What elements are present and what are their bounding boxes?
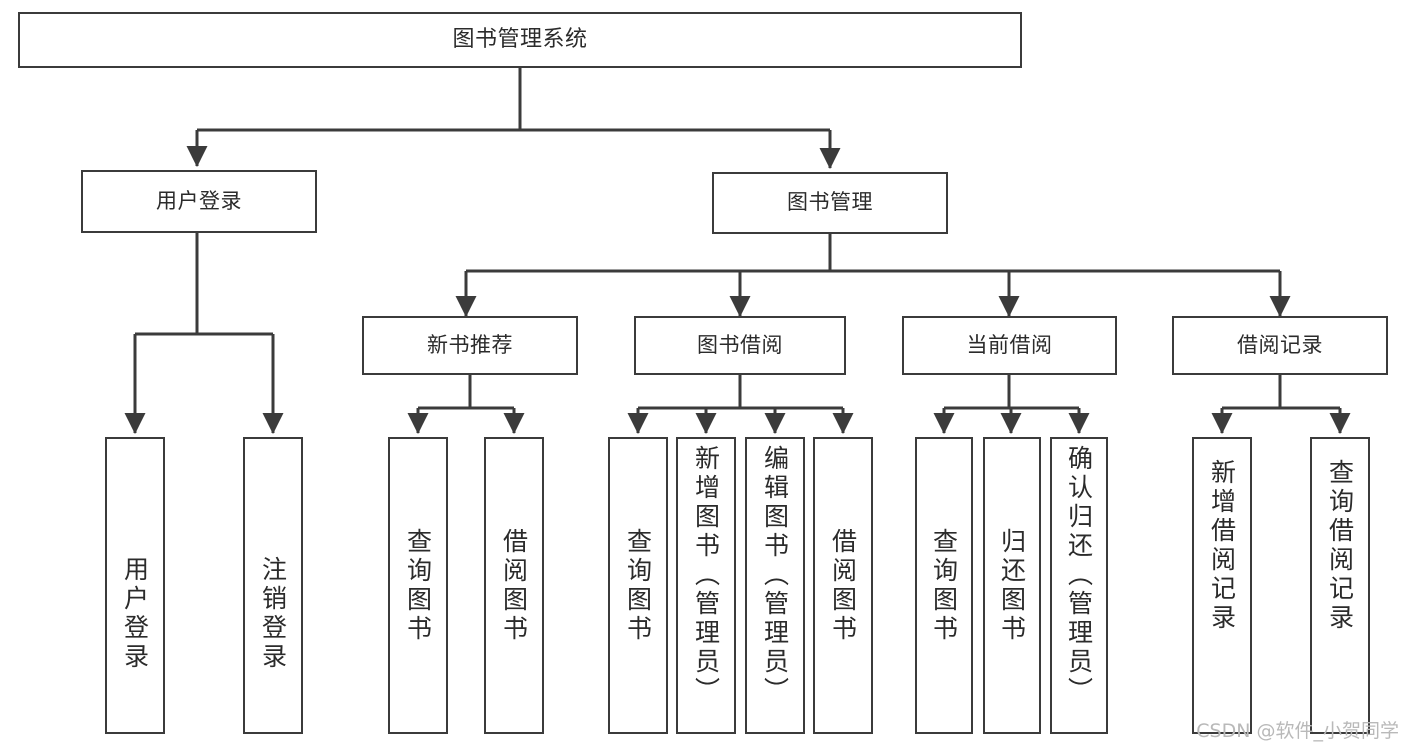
leaf-new-book-query[interactable]: 查询图书 (388, 437, 448, 734)
node-current-borrow[interactable]: 当前借阅 (902, 316, 1117, 375)
node-user-login-label: 用户登录 (156, 188, 242, 213)
node-book-borrow[interactable]: 图书借阅 (634, 316, 846, 375)
leaf-current-borrow-confirm-label: 确认归还（管理员） (1064, 445, 1094, 706)
leaf-borrow-record-query-label: 查询借阅记录 (1325, 459, 1355, 633)
leaf-borrow-record-query[interactable]: 查询借阅记录 (1310, 437, 1370, 734)
leaf-book-borrow-query-label: 查询图书 (623, 527, 653, 644)
leaf-book-borrow-query[interactable]: 查询图书 (608, 437, 668, 734)
leaf-book-borrow-add-label: 新增图书（管理员） (691, 445, 721, 706)
leaf-new-book-borrow-label: 借阅图书 (499, 527, 529, 644)
leaf-book-borrow-borrow[interactable]: 借阅图书 (813, 437, 873, 734)
leaf-current-borrow-confirm[interactable]: 确认归还（管理员） (1050, 437, 1108, 734)
leaf-current-borrow-query-label: 查询图书 (929, 527, 959, 644)
node-new-book-recommend-label: 新书推荐 (427, 332, 513, 357)
leaf-user-login-logout[interactable]: 注销登录 (243, 437, 303, 734)
node-borrow-record[interactable]: 借阅记录 (1172, 316, 1388, 375)
leaf-user-login-logout-label: 注销登录 (258, 555, 288, 672)
node-user-login[interactable]: 用户登录 (81, 170, 317, 233)
leaf-new-book-query-label: 查询图书 (403, 527, 433, 644)
leaf-book-borrow-edit[interactable]: 编辑图书（管理员） (745, 437, 805, 734)
leaf-current-borrow-query[interactable]: 查询图书 (915, 437, 973, 734)
node-book-management[interactable]: 图书管理 (712, 172, 948, 234)
leaf-user-login-login-label: 用户登录 (120, 555, 150, 672)
node-root-label: 图书管理系统 (452, 26, 588, 52)
leaf-current-borrow-return-label: 归还图书 (997, 527, 1027, 644)
leaf-borrow-record-add-label: 新增借阅记录 (1207, 459, 1237, 633)
node-current-borrow-label: 当前借阅 (966, 332, 1053, 357)
leaf-book-borrow-borrow-label: 借阅图书 (828, 527, 858, 644)
leaf-book-borrow-add[interactable]: 新增图书（管理员） (676, 437, 736, 734)
watermark: CSDN @软件_小贺同学 (1196, 720, 1399, 742)
node-new-book-recommend[interactable]: 新书推荐 (362, 316, 578, 375)
node-root[interactable]: 图书管理系统 (18, 12, 1022, 68)
node-book-borrow-label: 图书借阅 (697, 332, 783, 357)
leaf-user-login-login[interactable]: 用户登录 (105, 437, 165, 734)
leaf-current-borrow-return[interactable]: 归还图书 (983, 437, 1041, 734)
node-book-management-label: 图书管理 (787, 190, 873, 215)
leaf-new-book-borrow[interactable]: 借阅图书 (484, 437, 544, 734)
leaf-borrow-record-add[interactable]: 新增借阅记录 (1192, 437, 1252, 734)
leaf-book-borrow-edit-label: 编辑图书（管理员） (760, 445, 790, 706)
node-borrow-record-label: 借阅记录 (1237, 332, 1323, 357)
